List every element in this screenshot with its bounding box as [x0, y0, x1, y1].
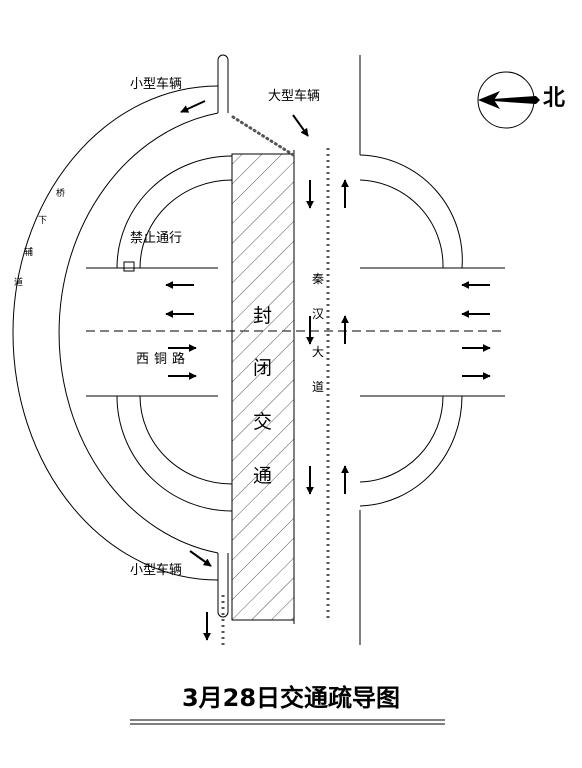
label-qinhan-2: 汉 — [312, 307, 325, 321]
arrow-large-vehicle — [292, 114, 309, 137]
bridge-aux-road-inner — [58, 112, 219, 554]
ne-loop-inner — [359, 179, 444, 269]
no-entry-box — [123, 261, 135, 272]
label-closed-1: 封 — [253, 305, 273, 327]
west-frontage-top — [217, 54, 229, 113]
label-qinhan-3: 大 — [312, 345, 325, 359]
cone-line-diagonal — [231, 115, 297, 158]
arrow-small-vehicle-top — [180, 100, 206, 113]
closed-zone — [231, 153, 295, 621]
label-small-vehicle-bottom: 小型车辆 — [130, 563, 183, 578]
arrow-small-vehicle-bottom — [189, 550, 212, 567]
label-bridge-4: 道 — [14, 278, 24, 288]
se-loop-inner — [359, 395, 444, 483]
se-loop-ramp — [359, 395, 463, 507]
label-no-entry: 禁止通行 — [130, 231, 183, 246]
compass-north-arrow — [478, 96, 540, 104]
label-qinhan-4: 道 — [312, 380, 325, 394]
label-qinhan-1: 秦 — [312, 272, 325, 286]
label-closed-2: 闭 — [253, 357, 273, 379]
label-small-vehicle-top: 小型车辆 — [130, 77, 183, 92]
label-north: 北 — [543, 86, 566, 111]
label-closed-4: 通 — [253, 465, 273, 487]
xitong-road-edges — [86, 267, 505, 397]
label-bridge-3: 辅 — [24, 248, 34, 258]
label-closed-3: 交 — [253, 411, 273, 433]
sw-loop-ramp — [116, 395, 233, 512]
west-frontage-bottom — [217, 553, 229, 618]
label-xitong-road: 西铜路 — [136, 352, 191, 367]
nw-loop-ramp — [116, 155, 233, 269]
page-title: 3月28日交通疏导图 — [181, 684, 401, 712]
label-bridge-1: 桥 — [56, 189, 66, 199]
nw-loop-inner — [139, 179, 233, 269]
label-bridge-2: 下 — [38, 216, 48, 226]
sw-loop-inner — [139, 395, 233, 485]
label-large-vehicle: 大型车辆 — [268, 89, 321, 104]
ne-loop-ramp — [359, 154, 463, 269]
bridge-aux-road-outer — [12, 85, 219, 581]
